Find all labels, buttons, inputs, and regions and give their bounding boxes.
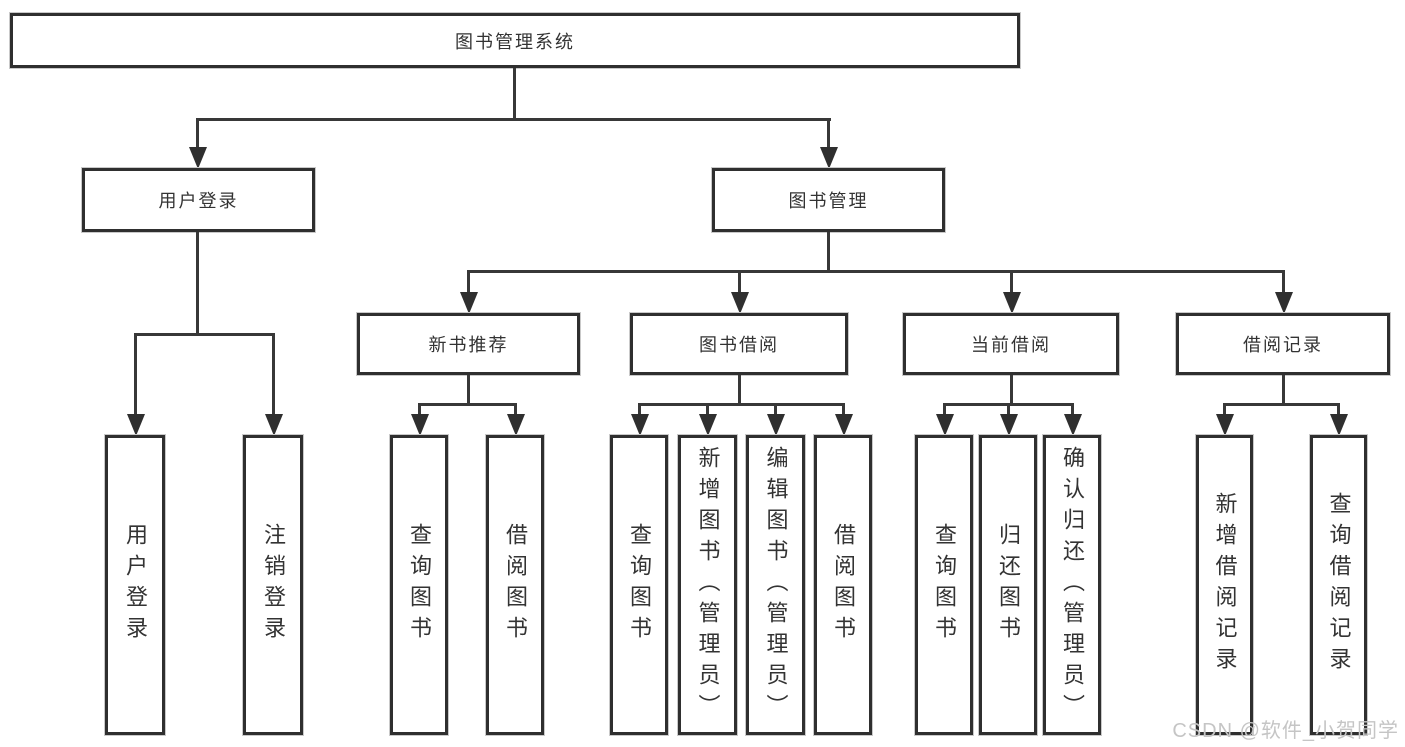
arrow-down-icon <box>731 292 749 314</box>
connector-line <box>1007 403 1010 417</box>
connector-line <box>467 375 470 406</box>
node-library-system: 图书管理系统 <box>10 13 1020 68</box>
node-borrow-records: 借阅记录 <box>1176 313 1390 375</box>
node-leaf-return-books: 归还图书 <box>979 435 1037 735</box>
arrow-down-icon <box>1275 292 1293 314</box>
connector-line <box>1282 270 1285 295</box>
node-label: 查询图书 <box>407 523 432 647</box>
connector-line <box>134 333 137 417</box>
arrow-down-icon <box>411 414 429 436</box>
connector-line <box>827 118 830 150</box>
node-leaf-edit-books-admin: 编辑图书（管理员） <box>746 435 805 735</box>
connector-line <box>738 270 741 295</box>
connector-line <box>196 118 831 121</box>
node-leaf-add-borrow-record: 新增借阅记录 <box>1196 435 1253 735</box>
arrow-down-icon <box>835 414 853 436</box>
arrow-down-icon <box>507 414 525 436</box>
connector-line <box>272 333 275 417</box>
arrow-down-icon <box>631 414 649 436</box>
connector-line <box>418 403 421 417</box>
node-label: 查询借阅记录 <box>1326 492 1352 678</box>
connector-line <box>943 403 946 417</box>
connector-line <box>827 232 830 273</box>
connector-line <box>467 270 1285 273</box>
connector-line <box>638 403 845 406</box>
connector-line <box>1071 403 1074 417</box>
node-label: 用户登录 <box>123 523 148 647</box>
node-label: 归还图书 <box>996 523 1021 647</box>
node-leaf-add-books-admin: 新增图书（管理员） <box>678 435 737 735</box>
connector-line <box>738 375 741 406</box>
arrow-down-icon <box>820 147 838 169</box>
node-leaf-borrow-books-recommend: 借阅图书 <box>486 435 544 735</box>
connector-line <box>196 118 199 150</box>
arrow-down-icon <box>265 414 283 436</box>
node-label: 查询图书 <box>627 523 652 647</box>
csdn-watermark: CSDN @软件_小贺同学 <box>1172 720 1399 742</box>
node-label: 用户登录 <box>158 191 239 211</box>
node-label: 查询图书 <box>932 523 957 647</box>
connector-line <box>1010 375 1013 406</box>
node-leaf-query-books-recommend: 查询图书 <box>390 435 448 735</box>
node-label: 图书管理 <box>788 191 869 211</box>
arrow-down-icon <box>1003 292 1021 314</box>
node-book-borrow: 图书借阅 <box>630 313 848 375</box>
arrow-down-icon <box>127 414 145 436</box>
connector-line <box>706 403 709 417</box>
node-user-login: 用户登录 <box>82 168 315 232</box>
arrow-down-icon <box>936 414 954 436</box>
arrow-down-icon <box>767 414 785 436</box>
node-label: 确认归还（管理员） <box>1060 445 1085 725</box>
node-label: 借阅图书 <box>831 523 856 647</box>
node-label: 借阅记录 <box>1243 335 1323 355</box>
node-label: 新书推荐 <box>428 335 509 355</box>
connector-line <box>514 403 517 417</box>
arrow-down-icon <box>1064 414 1082 436</box>
connector-line <box>842 403 845 417</box>
arrow-down-icon <box>1216 414 1234 436</box>
node-label: 图书借阅 <box>699 335 779 355</box>
node-leaf-query-books-current: 查询图书 <box>915 435 973 735</box>
node-leaf-query-books-borrow: 查询图书 <box>610 435 668 735</box>
node-label: 图书管理系统 <box>455 31 575 52</box>
node-leaf-user-login: 用户登录 <box>105 435 165 735</box>
connector-line <box>134 333 275 336</box>
node-label: 编辑图书（管理员） <box>763 445 789 725</box>
arrow-down-icon <box>699 414 717 436</box>
connector-line <box>1223 403 1340 406</box>
node-label: 新增借阅记录 <box>1212 492 1238 678</box>
connector-line <box>638 403 641 417</box>
connector-line <box>467 270 470 295</box>
connector-line <box>1282 375 1285 406</box>
connector-line <box>1223 403 1226 417</box>
node-label: 新增图书（管理员） <box>695 445 721 725</box>
node-leaf-query-borrow-record: 查询借阅记录 <box>1310 435 1367 735</box>
node-leaf-logout: 注销登录 <box>243 435 303 735</box>
arrow-down-icon <box>189 147 207 169</box>
connector-line <box>774 403 777 417</box>
node-leaf-borrow-books: 借阅图书 <box>814 435 872 735</box>
arrow-down-icon <box>1000 414 1018 436</box>
node-label: 借阅图书 <box>503 523 528 647</box>
arrow-down-icon <box>460 292 478 314</box>
node-label: 注销登录 <box>261 523 286 647</box>
node-book-management: 图书管理 <box>712 168 945 232</box>
node-new-book-recommend: 新书推荐 <box>357 313 580 375</box>
node-label: 当前借阅 <box>971 335 1051 355</box>
connector-line <box>1337 403 1340 417</box>
arrow-down-icon <box>1330 414 1348 436</box>
connector-line <box>418 403 517 406</box>
node-leaf-confirm-return-admin: 确认归还（管理员） <box>1043 435 1101 735</box>
node-current-borrow: 当前借阅 <box>903 313 1119 375</box>
connector-line <box>513 68 516 121</box>
connector-line <box>196 232 199 336</box>
connector-line <box>1010 270 1013 295</box>
